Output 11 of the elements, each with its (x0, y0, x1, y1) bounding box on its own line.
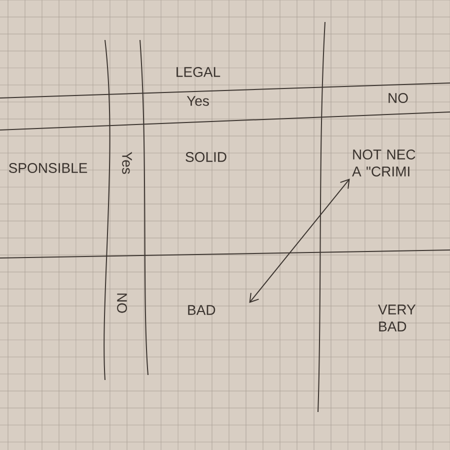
handwritten-label: Yes (186, 96, 209, 106)
handwritten-label: Yes (122, 152, 132, 174)
cell-text: VERY BAD (378, 304, 416, 332)
cell-text: BAD (188, 305, 216, 315)
cell-text: SOLID (186, 152, 226, 162)
cell-text: NOT NEC A "CRIMI (352, 150, 416, 176)
double-arrow (249, 178, 350, 303)
handwritten-label: NO (388, 93, 408, 103)
handwritten-label: SPONSIBLE (8, 163, 88, 173)
handwritten-label: NO (117, 294, 127, 313)
handwritten-label: LEGAL (176, 67, 220, 77)
